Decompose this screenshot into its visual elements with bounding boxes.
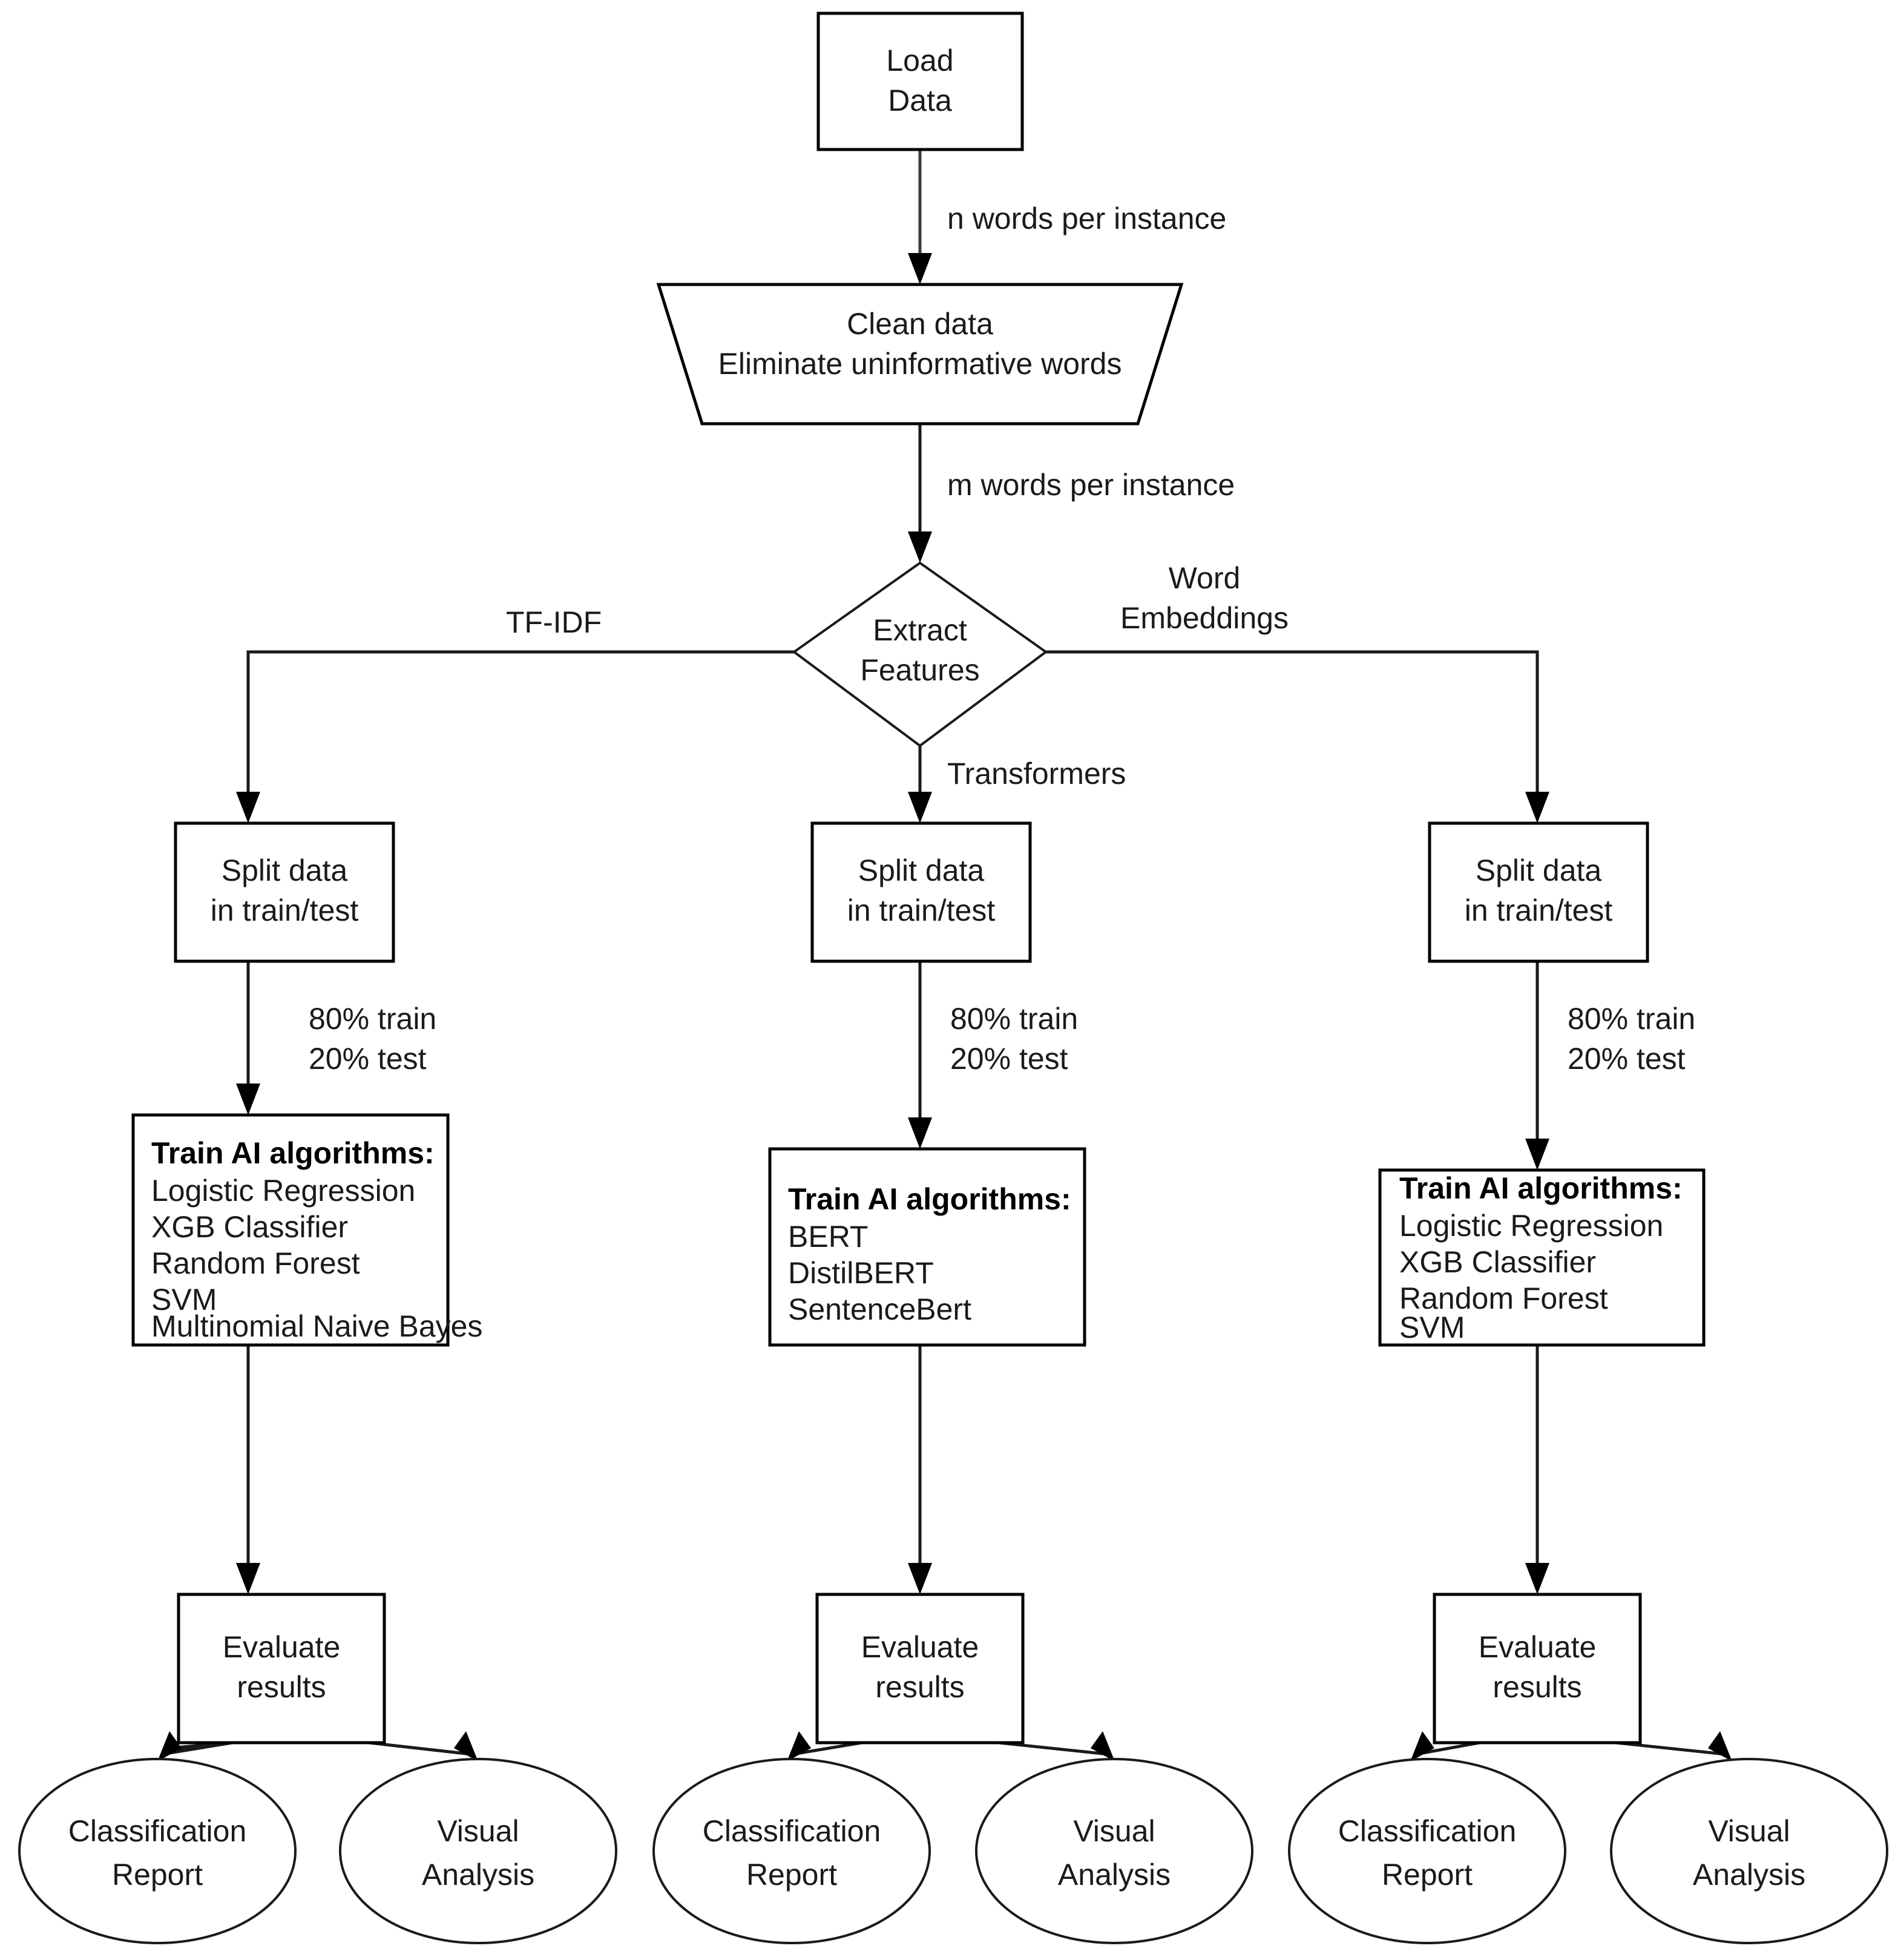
node-report-right-line2: Report (1382, 1858, 1473, 1892)
edge-label-transformers: Transformers (947, 757, 1126, 791)
node-report-left[interactable] (18, 1758, 297, 1944)
edge-train-right-to-evaluate-right (1525, 1345, 1549, 1594)
node-load-data-line2: Data (888, 84, 952, 117)
edge-split-right-to-train-right (1525, 961, 1549, 1170)
edge-label-split-mid-line2: 20% test (950, 1042, 1068, 1076)
node-evaluate-right-line1: Evaluate (1479, 1630, 1597, 1664)
node-report-left-line1: Classification (68, 1814, 247, 1848)
node-visual-left[interactable] (339, 1758, 617, 1944)
node-train-mid-heading: Train AI algorithms: (788, 1182, 1071, 1216)
node-train-right-heading: Train AI algorithms: (1399, 1171, 1683, 1205)
node-evaluate-mid-line2: results (875, 1670, 964, 1704)
node-split-mid[interactable] (810, 821, 1032, 963)
node-extract-features-line2: Features (860, 653, 979, 687)
node-split-left-line2: in train/test (211, 893, 359, 927)
edge-label-m-words: m words per instance (947, 468, 1235, 502)
edge-label-split-left-line2: 20% test (309, 1042, 427, 1076)
edge-label-n-words: n words per instance (947, 202, 1226, 235)
node-split-right-line1: Split data (1476, 853, 1602, 887)
node-split-mid-line2: in train/test (847, 893, 996, 927)
node-evaluate-right-line2: results (1493, 1670, 1581, 1704)
edge-label-word-embeddings-line1: Word (1169, 561, 1241, 595)
node-extract-features[interactable] (792, 561, 1048, 748)
edge-label-word-embeddings-line2: Embeddings (1120, 601, 1289, 635)
node-evaluate-left-line1: Evaluate (223, 1630, 341, 1664)
node-split-mid-line1: Split data (858, 853, 985, 887)
node-report-right-line1: Classification (1338, 1814, 1517, 1848)
edge-label-tfidf: TF-IDF (506, 605, 602, 639)
edge-split-left-to-train-left (236, 961, 260, 1115)
node-visual-mid-line2: Analysis (1058, 1858, 1171, 1892)
node-load-data[interactable] (816, 12, 1024, 151)
node-train-mid[interactable] (768, 1147, 1086, 1347)
node-evaluate-right[interactable] (1433, 1593, 1642, 1745)
node-train-left-item-3: SVM (151, 1283, 217, 1317)
node-clean-data[interactable] (656, 283, 1184, 426)
node-visual-left-line2: Analysis (422, 1858, 534, 1892)
node-evaluate-mid-line1: Evaluate (861, 1630, 979, 1664)
node-train-right[interactable] (1378, 1168, 1706, 1347)
node-train-right-item-0: Logistic Regression (1399, 1209, 1663, 1243)
edge-clean-to-extract (908, 424, 932, 563)
node-evaluate-left-line2: results (237, 1670, 326, 1704)
node-evaluate-left[interactable] (177, 1593, 386, 1745)
edge-label-split-mid-line1: 80% train (950, 1002, 1078, 1036)
node-train-mid-item-1: DistilBERT (788, 1256, 934, 1290)
node-visual-mid-line1: Visual (1073, 1814, 1155, 1848)
node-train-left-item-0: Logistic Regression (151, 1174, 415, 1208)
node-extract-features-line1: Extract (873, 613, 967, 647)
edge-train-mid-to-evaluate-mid (908, 1345, 932, 1594)
node-report-mid-line1: Classification (703, 1814, 881, 1848)
edge-train-left-to-evaluate-left (236, 1345, 260, 1594)
edge-extract-to-split-left (236, 650, 794, 823)
node-split-right-line2: in train/test (1465, 893, 1613, 927)
node-report-left-line2: Report (112, 1858, 203, 1892)
node-split-left-line1: Split data (222, 853, 348, 887)
edge-split-mid-to-train-mid (908, 961, 932, 1149)
node-train-left[interactable] (131, 1113, 450, 1347)
edge-label-split-right-line1: 80% train (1568, 1002, 1695, 1036)
edge-load-to-clean (908, 148, 932, 284)
node-report-mid-line2: Report (746, 1858, 837, 1892)
node-evaluate-mid[interactable] (815, 1593, 1025, 1745)
node-train-mid-item-0: BERT (788, 1220, 868, 1254)
node-train-mid-item-2: SentenceBert (788, 1292, 971, 1326)
node-split-right[interactable] (1428, 821, 1649, 963)
node-train-left-item-1: XGB Classifier (151, 1210, 348, 1244)
node-train-right-item-2: Random Forest (1399, 1281, 1608, 1315)
node-report-right[interactable] (1288, 1758, 1566, 1944)
edge-extract-to-split-right (1046, 650, 1549, 823)
edge-label-split-left-line1: 80% train (309, 1002, 436, 1036)
node-clean-data-line1: Clean data (847, 307, 993, 341)
node-visual-right[interactable] (1610, 1758, 1888, 1944)
node-train-left-heading: Train AI algorithms: (151, 1136, 435, 1170)
edge-label-split-right-line2: 20% test (1568, 1042, 1686, 1076)
node-visual-right-line1: Visual (1708, 1814, 1790, 1848)
node-train-left-item-2: Random Forest (151, 1246, 360, 1280)
node-clean-data-line2: Eliminate uninformative words (718, 347, 1122, 381)
edge-extract-to-split-mid (908, 746, 932, 823)
node-split-left[interactable] (174, 821, 395, 963)
node-load-data-line1: Load (886, 44, 953, 77)
node-report-mid[interactable] (652, 1758, 931, 1944)
node-train-right-item-3: SVM (1399, 1311, 1465, 1344)
node-train-left-item-4: Multinomial Naive Bayes (151, 1309, 482, 1343)
node-visual-left-line1: Visual (437, 1814, 519, 1848)
node-visual-mid[interactable] (975, 1758, 1253, 1944)
node-train-right-item-1: XGB Classifier (1399, 1245, 1596, 1279)
node-visual-right-line2: Analysis (1693, 1858, 1805, 1892)
